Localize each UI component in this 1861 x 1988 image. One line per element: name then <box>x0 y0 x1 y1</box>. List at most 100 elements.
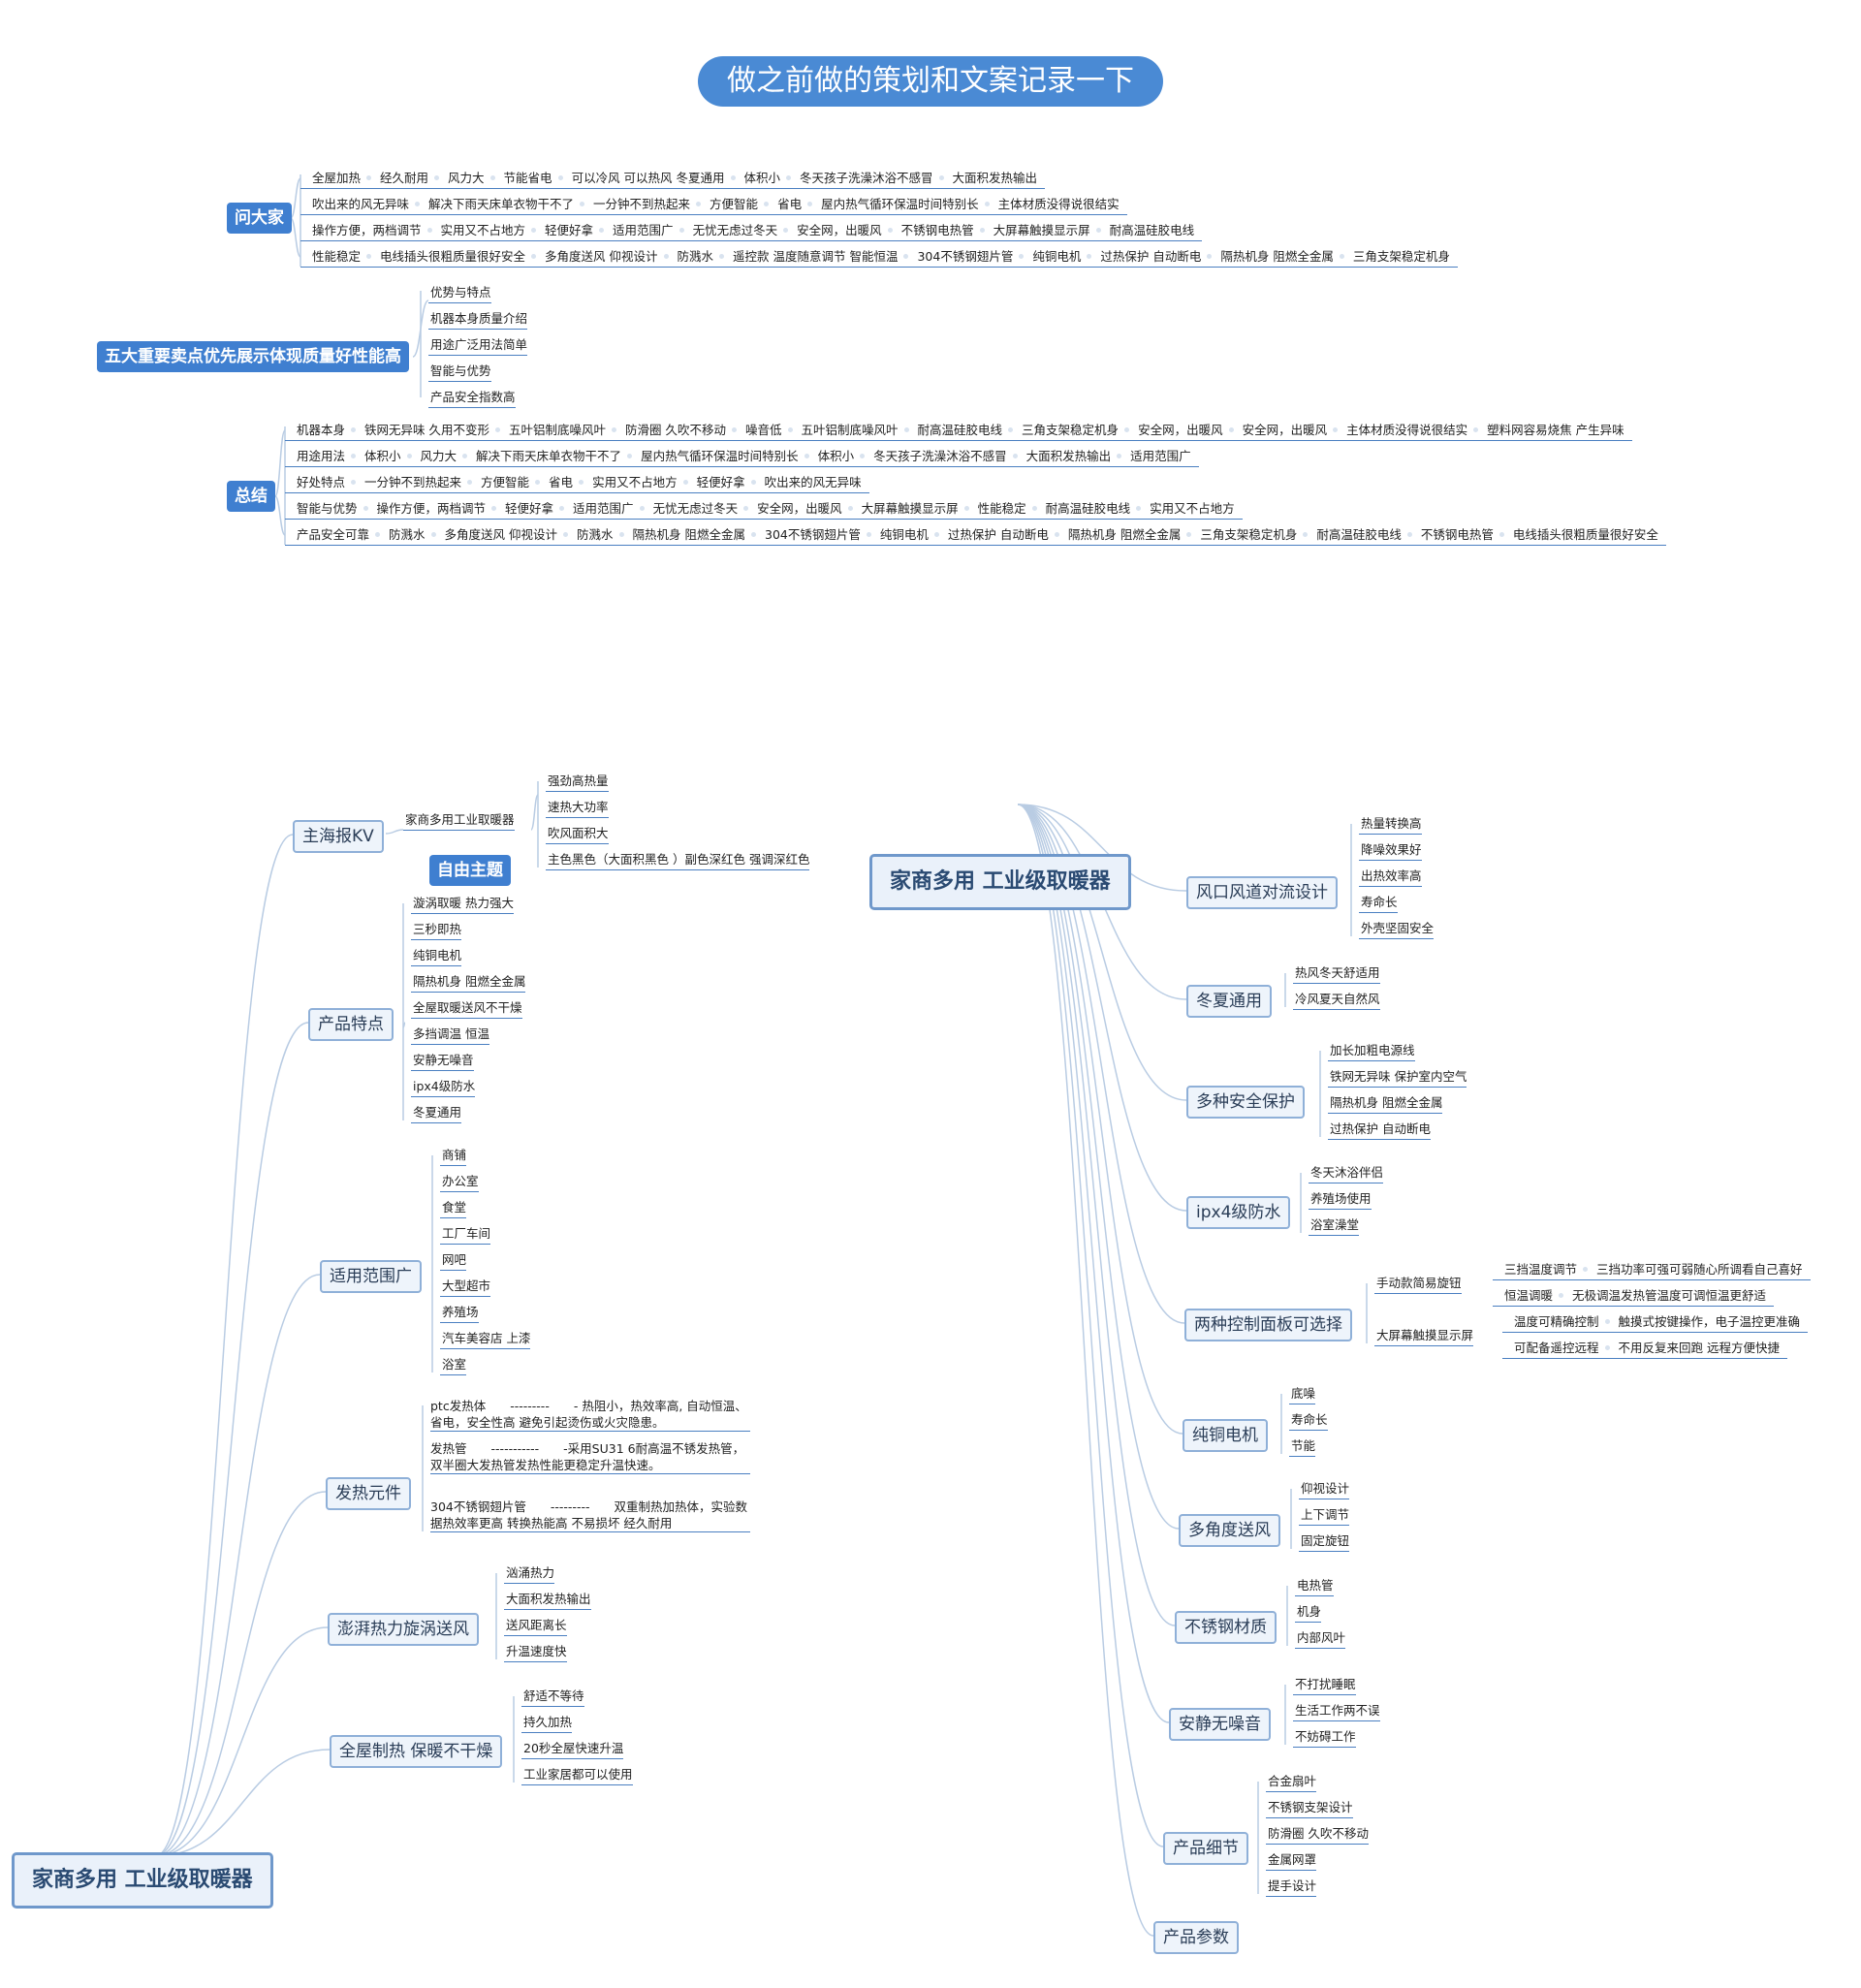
kv-item[interactable]: 主色黑色（大面积黑色 ）副色深红色 强调深红色 <box>546 852 810 870</box>
row-item[interactable]: 纯铜电机 <box>1021 249 1092 267</box>
branch-features[interactable]: 产品特点 <box>308 1008 394 1041</box>
five-item[interactable]: 产品安全指数高 <box>428 390 516 408</box>
row-item[interactable]: 耐高温硅胶电线 <box>1109 223 1195 237</box>
branch-angle[interactable]: 多角度送风 <box>1179 1514 1280 1547</box>
feature-item[interactable]: 隔热机身 阻燃全金属 <box>411 974 526 993</box>
row-item[interactable]: 操作方便，两档调节 <box>300 223 432 240</box>
row-item[interactable]: 可以冷风 可以热风 冬夏通用 <box>560 171 736 188</box>
control-screen-item[interactable]: 可配备遥控远程 <box>1502 1341 1610 1358</box>
whole-item[interactable]: 工业家居都可以使用 <box>521 1767 633 1785</box>
branch-kv[interactable]: 主海报KV <box>293 820 384 853</box>
control-manual[interactable]: 手动款简易旋钮 <box>1374 1276 1462 1294</box>
row-item[interactable]: 全屋加热 <box>300 171 372 188</box>
branch-water[interactable]: ipx4级防水 <box>1186 1196 1291 1229</box>
feature-item[interactable]: 冬夏通用 <box>411 1105 462 1123</box>
row-item[interactable]: 实用又不占地方 <box>1150 501 1235 516</box>
row-item[interactable]: 体积小 <box>806 449 865 466</box>
row-item[interactable]: 耐高温硅胶电线 <box>1305 527 1412 545</box>
row-item[interactable]: 耐高温硅胶电线 <box>906 423 1013 440</box>
row-item[interactable]: 过热保护 自动断电 <box>1088 249 1213 267</box>
row-item[interactable]: 大面积发热输出 <box>1015 449 1121 466</box>
row-item[interactable]: 防溅水 <box>666 249 724 267</box>
branch-heating[interactable]: 发热元件 <box>326 1477 411 1510</box>
row-item[interactable]: 省电 <box>766 197 813 214</box>
row-item[interactable]: 耐高温硅胶电线 <box>1034 501 1141 519</box>
row-item[interactable]: 冬天孩子洗澡沐浴不感冒 <box>862 449 1018 466</box>
row-item[interactable]: 实用又不占地方 <box>429 223 536 240</box>
scope-item[interactable]: 养殖场 <box>440 1305 479 1323</box>
water-item[interactable]: 冬天沐浴伴侣 <box>1309 1165 1384 1183</box>
row-item[interactable]: 过热保护 自动断电 <box>936 527 1059 545</box>
row-item[interactable]: 方便智能 <box>698 197 770 214</box>
control-manual-item[interactable]: 三挡功率可强可弱随心所调看自己喜好 <box>1596 1262 1803 1277</box>
control-screen[interactable]: 大屏幕触摸显示屏 <box>1374 1328 1474 1346</box>
row-item[interactable]: 电线插头很粗质量很好安全 <box>1512 527 1658 542</box>
row-item[interactable]: 纯铜电机 <box>868 527 939 545</box>
row-item[interactable]: 好处特点 <box>285 475 357 492</box>
row-item[interactable]: 无忧无虑过冬天 <box>681 223 788 240</box>
row-item[interactable]: 适用范围广 <box>561 501 645 519</box>
angle-item[interactable]: 固定旋钮 <box>1299 1533 1350 1552</box>
row-item[interactable]: 冬天孩子洗澡沐浴不感冒 <box>788 171 944 188</box>
steel-item[interactable]: 内部风叶 <box>1295 1630 1346 1649</box>
five-item[interactable]: 机器本身质量介绍 <box>428 311 528 330</box>
section-five-label[interactable]: 五大重要卖点优先展示体现质量好性能高 <box>97 341 409 372</box>
row-item[interactable]: 安全网，出暖风 <box>785 223 893 240</box>
quiet-item[interactable]: 生活工作两不误 <box>1293 1703 1380 1721</box>
row-item[interactable]: 适用范围广 <box>601 223 684 240</box>
free-topic[interactable]: 自由主题 <box>429 855 511 886</box>
vortex-item[interactable]: 大面积发热输出 <box>504 1592 591 1610</box>
control-screen-item[interactable]: 温度可精确控制 <box>1502 1314 1610 1332</box>
row-item[interactable]: 三角支架稳定机身 <box>1188 527 1309 545</box>
five-item[interactable]: 用途广泛用法简单 <box>428 337 528 356</box>
row-item[interactable]: 性能稳定 <box>966 501 1037 519</box>
scope-item[interactable]: 办公室 <box>440 1174 479 1192</box>
detail-item[interactable]: 不锈钢支架设计 <box>1266 1800 1353 1818</box>
quiet-item[interactable]: 不打扰睡眠 <box>1293 1677 1356 1695</box>
duct-item[interactable]: 出热效率高 <box>1359 868 1422 887</box>
row-item[interactable]: 屋内热气循环保温时间特别长 <box>809 197 990 214</box>
scope-item[interactable]: 食堂 <box>440 1200 467 1218</box>
row-item[interactable]: 防溅水 <box>377 527 436 545</box>
row-item[interactable]: 五叶铝制底噪风叶 <box>497 423 617 440</box>
vortex-item[interactable]: 汹涌热力 <box>504 1565 555 1584</box>
row-item[interactable]: 大屏幕触摸显示屏 <box>850 501 969 519</box>
scope-item[interactable]: 工厂车间 <box>440 1226 491 1245</box>
five-item[interactable]: 优势与特点 <box>428 285 491 303</box>
row-item[interactable]: 隔热机身 阻燃全金属 <box>1209 249 1345 267</box>
kv-sub[interactable]: 家商多用工业取暖器 <box>403 812 515 831</box>
row-item[interactable]: 主体材质没得说很结实 <box>1335 423 1479 440</box>
whole-item[interactable]: 20秒全屋快速升温 <box>521 1741 624 1759</box>
row-item[interactable]: 实用又不占地方 <box>581 475 688 492</box>
scope-item[interactable]: 商铺 <box>440 1148 467 1166</box>
row-item[interactable]: 多角度送风 仰视设计 <box>433 527 569 545</box>
row-item[interactable]: 机器本身 <box>285 423 357 440</box>
right-root-node[interactable]: 家商多用 工业级取暖器 <box>869 854 1131 910</box>
row-item[interactable]: 吹出来的风无异味 <box>300 197 421 214</box>
season-item[interactable]: 冷风夏天自然风 <box>1293 992 1380 1010</box>
branch-detail[interactable]: 产品细节 <box>1163 1832 1248 1865</box>
row-item[interactable]: 不锈钢电热管 <box>890 223 985 240</box>
vortex-item[interactable]: 送风距离长 <box>504 1618 567 1636</box>
row-item[interactable]: 无忧无虑过冬天 <box>642 501 748 519</box>
row-item[interactable]: 吹出来的风无异味 <box>764 475 862 489</box>
row-item[interactable]: 解决下雨天床单衣物干不了 <box>464 449 633 466</box>
row-item[interactable]: 省电 <box>537 475 584 492</box>
branch-quiet[interactable]: 安静无噪音 <box>1169 1708 1271 1741</box>
duct-item[interactable]: 外壳坚固安全 <box>1359 921 1435 939</box>
branch-scope[interactable]: 适用范围广 <box>320 1260 422 1293</box>
row-item[interactable]: 噪音低 <box>734 423 793 440</box>
row-item[interactable]: 安全网，出暖风 <box>745 501 853 519</box>
control-screen-item[interactable]: 不用反复来回跑 远程方便快捷 <box>1618 1341 1780 1355</box>
row-item[interactable]: 安全网，出暖风 <box>1231 423 1338 440</box>
branch-motor[interactable]: 纯铜电机 <box>1183 1419 1268 1452</box>
row-item[interactable]: 轻便好拿 <box>685 475 756 492</box>
motor-item[interactable]: 节能 <box>1289 1438 1316 1457</box>
row-item[interactable]: 三角支架稳定机身 <box>1352 249 1450 264</box>
row-item[interactable]: 安全网，出暖风 <box>1126 423 1234 440</box>
whole-item[interactable]: 舒适不等待 <box>521 1688 584 1707</box>
row-item[interactable]: 塑料网容易烧焦 产生异味 <box>1487 423 1624 437</box>
row-item[interactable]: 隔热机身 阻燃全金属 <box>621 527 757 545</box>
row-item[interactable]: 经久耐用 <box>368 171 440 188</box>
feature-item[interactable]: 全屋取暖送风不干燥 <box>411 1000 522 1019</box>
